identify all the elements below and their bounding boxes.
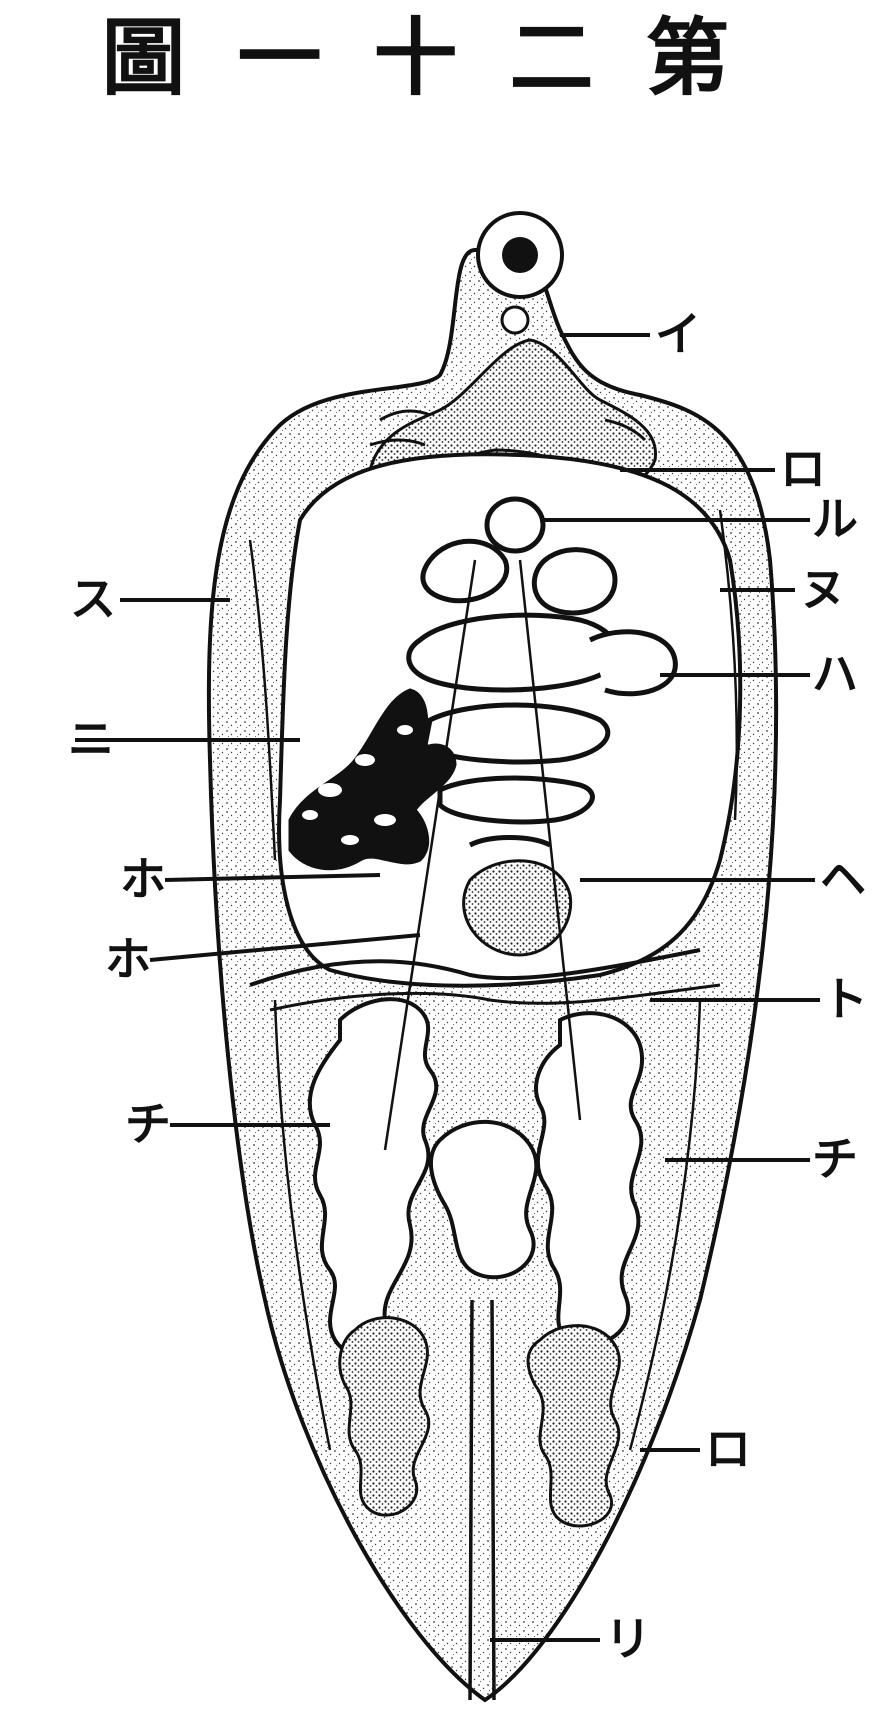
label-ho-upper: ホ <box>120 852 166 906</box>
label-ni: ニ <box>68 712 114 766</box>
label-i: イ <box>655 307 701 361</box>
label-chi-left: チ <box>125 1097 171 1151</box>
label-he: ヘ <box>820 852 866 906</box>
label-nu: ヌ <box>800 562 846 616</box>
label-ri: リ <box>605 1612 651 1666</box>
label-ru: ル <box>812 492 858 546</box>
label-ro-top: ロ <box>780 442 826 496</box>
label-chi-right: チ <box>812 1132 858 1186</box>
label-ro-bottom: ロ <box>705 1422 751 1476</box>
label-su: ス <box>70 572 116 626</box>
label-ho-lower: ホ <box>105 932 151 986</box>
pharynx <box>502 307 528 333</box>
label-to: ト <box>822 972 868 1026</box>
label-ha: ハ <box>812 647 858 701</box>
